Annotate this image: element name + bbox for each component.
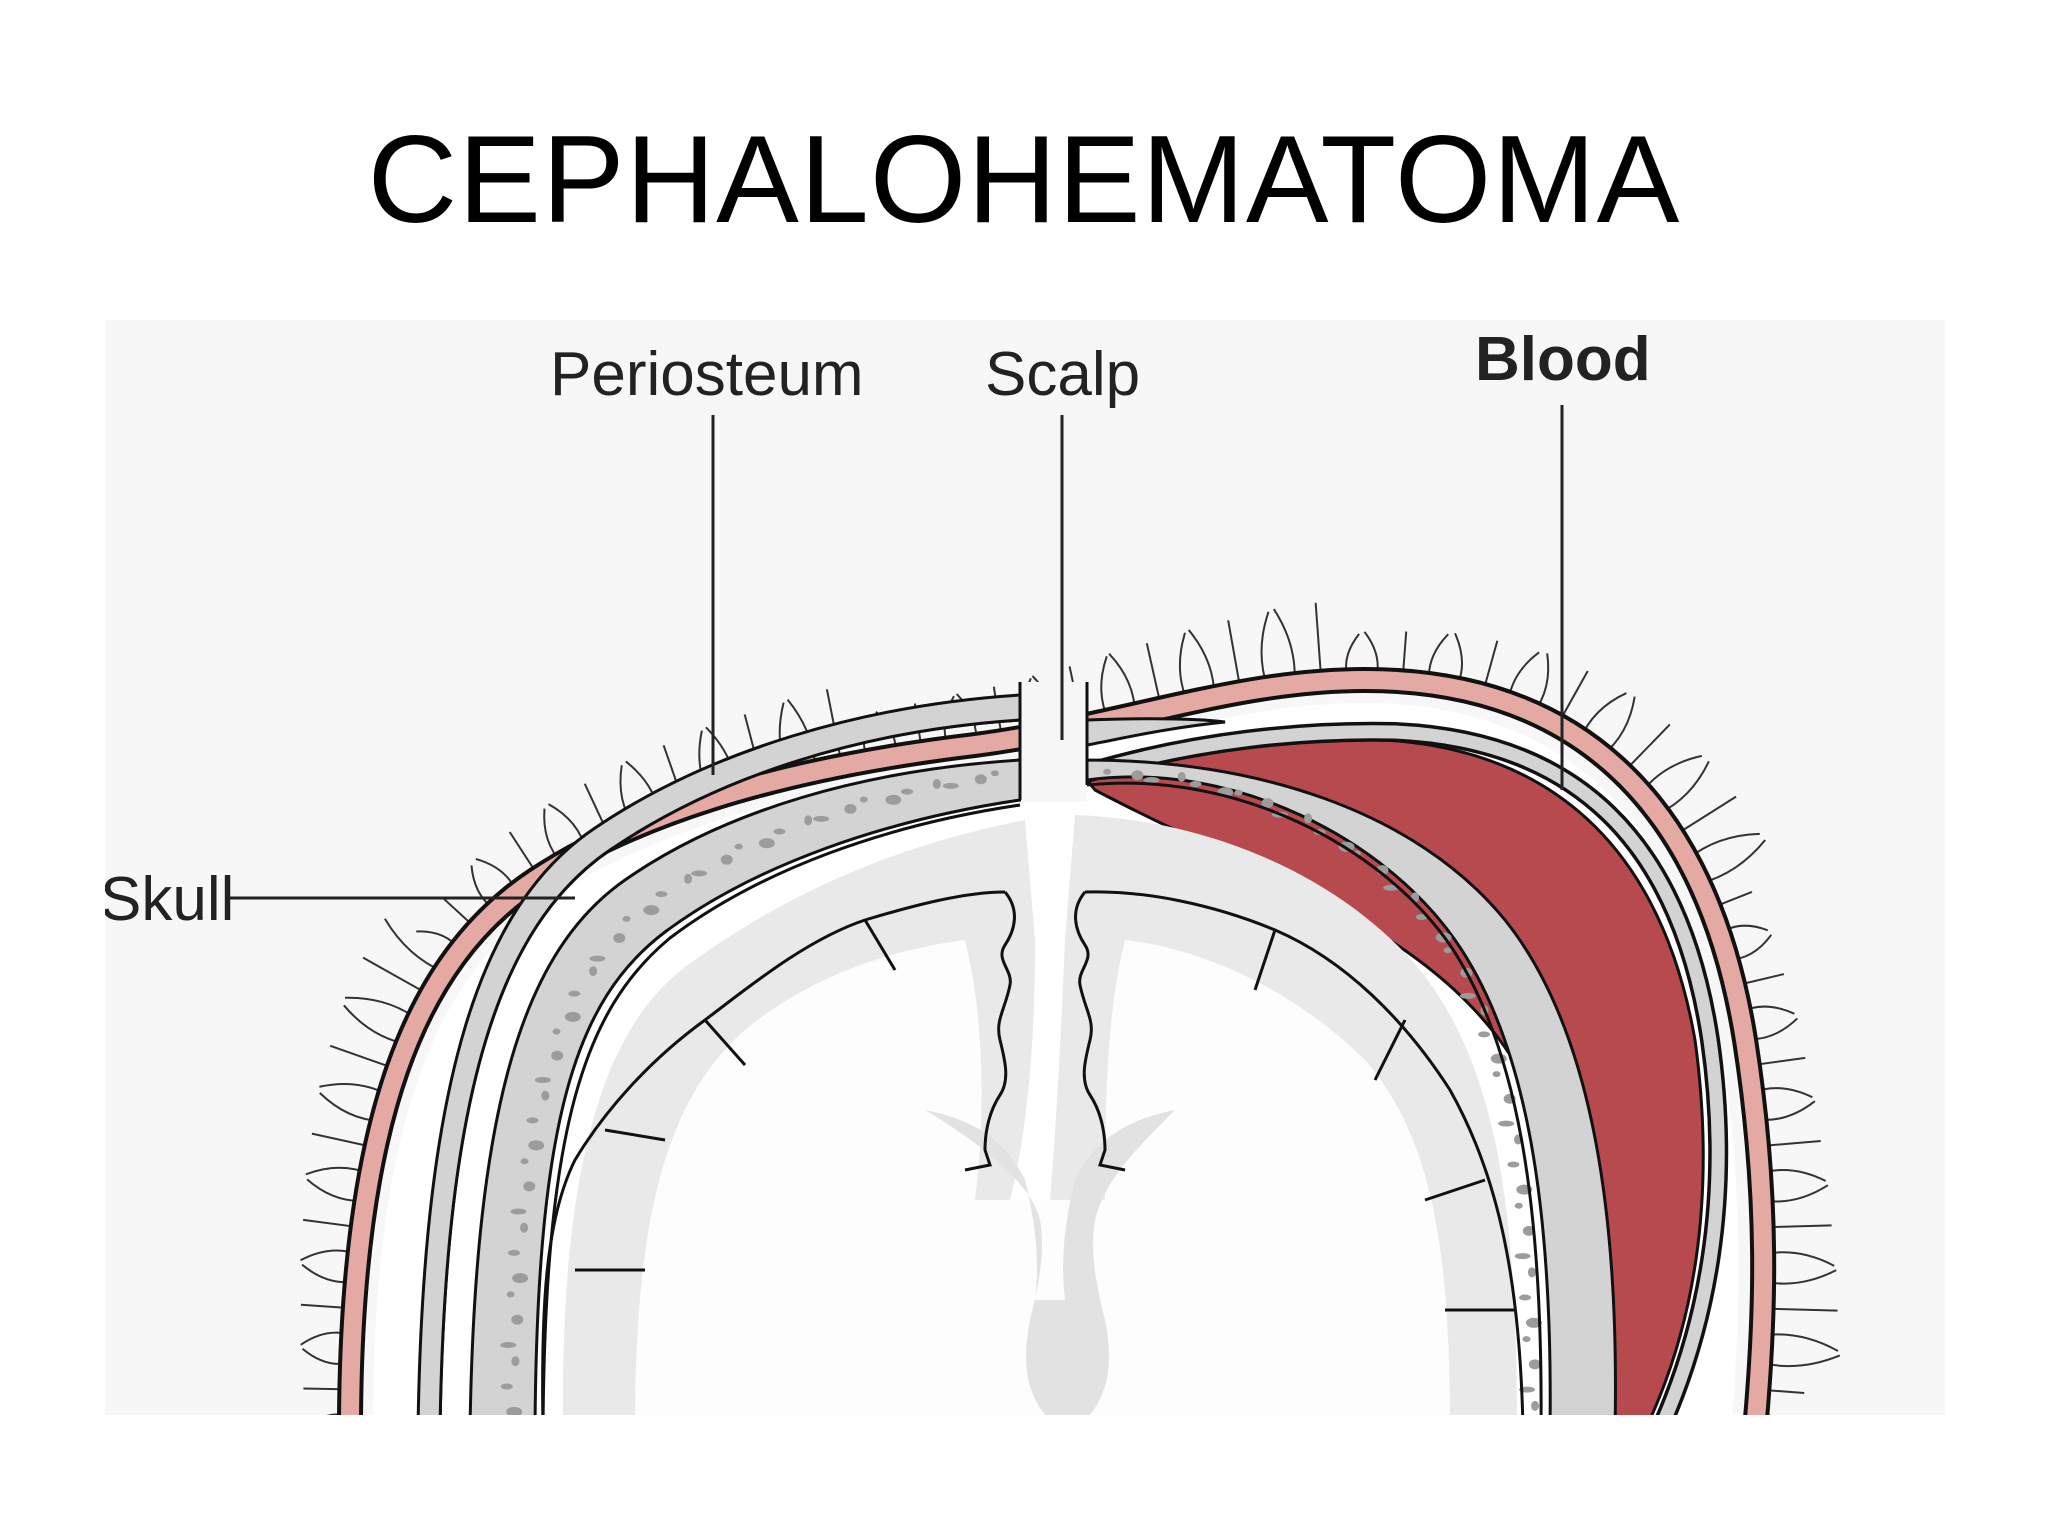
diploe-dot [500,1342,516,1348]
diploe-dot [885,795,901,805]
diploe-dot [1144,777,1160,783]
diploe-dot [933,779,941,789]
diploe-dot [511,1315,523,1325]
diploe-dot [844,804,856,814]
diploe-dot [1190,781,1202,787]
diploe-dot [991,770,999,776]
slide-title: CEPHALOHEMATOMA [0,118,2048,242]
diploe-dot [510,1209,526,1215]
diploe-dot [1507,1162,1519,1168]
diploe-dot [508,1250,520,1256]
label-periosteum: Periosteum [550,340,864,409]
diploe-dot [506,1407,522,1417]
diploe-dot [535,1077,551,1083]
diploe-dot [943,783,959,789]
diploe-dot [511,1356,519,1366]
diploe-dot [501,1384,513,1390]
diploe-dot [1478,1031,1490,1037]
label-blood: Blood [1475,325,1651,394]
diploe-dot [691,870,707,876]
label-scalp: Scalp [985,340,1140,409]
diploe-dot [655,891,667,897]
diploe-dot [975,774,987,784]
diploe-dot [520,1223,528,1233]
diploe-dot [589,966,597,976]
diploe-dot [1493,1071,1501,1077]
diploe-dot [528,1140,544,1150]
diploe-dot [721,855,733,865]
diploe-dot [901,789,913,795]
label-skull: Skull [105,865,234,934]
diploe-dot [773,828,785,834]
diploe-dot [860,797,868,803]
diploe-dot [1529,1359,1541,1369]
diploe-dot [1515,1253,1531,1259]
diploe-dot [1519,1295,1531,1301]
diploe-dot [1178,772,1186,782]
diploe-dot [1304,813,1312,823]
diploe-dot [568,991,580,997]
diploe-dot [1498,1121,1514,1127]
diploe-dot [551,1051,563,1061]
diploe-dot [684,874,692,884]
diploe-dot [735,844,743,850]
diploe-dot [1103,769,1111,775]
diploe-dot [623,916,631,922]
diploe-dot [1531,1401,1539,1411]
diploe-dot [1234,790,1242,796]
cephalohematoma-diagram: Periosteum Scalp Blood Skull [105,320,1945,1420]
diploe-dot [565,1012,581,1022]
diploe-dot [613,933,625,943]
diploe-dot [512,1273,528,1283]
diploe-dot [526,1117,538,1123]
diagram-svg: Periosteum Scalp Blood Skull [105,320,1945,1420]
diploe-dot [813,816,829,822]
diploe-dot [804,815,812,825]
diploe-dot [523,1181,535,1191]
diploe-dot [541,1091,549,1101]
diploe-dot [1131,770,1143,780]
hair-strand [305,1414,350,1420]
diploe-dot [589,956,605,962]
diploe-dot [759,838,775,848]
diploe-dot [1523,1336,1531,1342]
hair-strand [1756,1416,1803,1420]
diploe-dot [1460,993,1476,999]
diploe-dot [1515,1203,1523,1209]
sagittal-suture-gap [1021,682,1087,802]
diploe-dot [507,1291,515,1297]
diploe-dot [552,1029,560,1035]
diploe-dot [521,1158,529,1164]
diploe-dot [1528,1267,1536,1277]
diploe-dot [643,905,659,915]
